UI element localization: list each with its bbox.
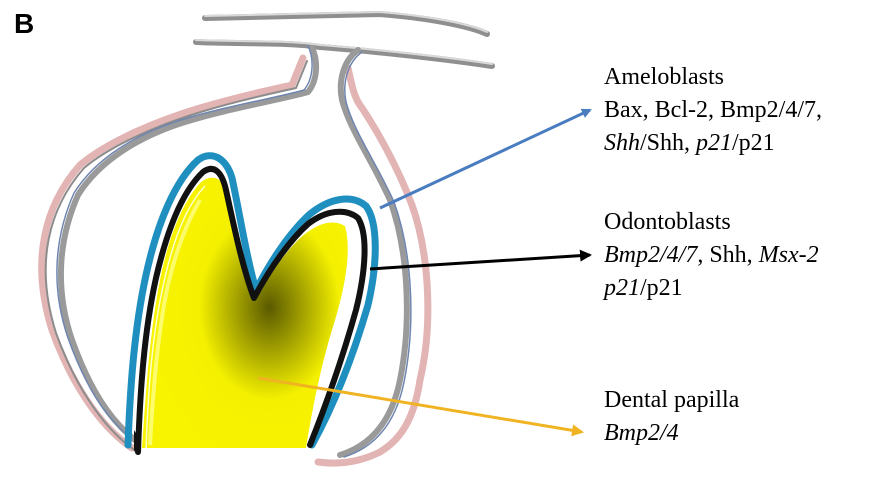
dental-papilla-title: Dental papilla bbox=[604, 384, 739, 417]
dental-lamina bbox=[196, 12, 492, 66]
ameloblasts-title: Ameloblasts bbox=[604, 61, 822, 94]
marker-bmp-gene: Bmp2/4/7 bbox=[604, 242, 697, 268]
ameloblasts-markers-line2: Shh/Shh, p21/p21 bbox=[604, 127, 822, 160]
ameloblasts-arrow bbox=[380, 110, 590, 208]
marker-bmp24-gene: Bmp2/4 bbox=[604, 420, 679, 446]
marker-shh-text: , Shh, bbox=[697, 242, 758, 268]
ameloblasts-label: Ameloblasts Bax, Bcl-2, Bmp2/4/7, Shh/Sh… bbox=[604, 61, 822, 160]
odontoblasts-markers-line2: p21/p21 bbox=[604, 272, 819, 305]
odontoblasts-label: Odontoblasts Bmp2/4/7, Shh, Msx-2 p21/p2… bbox=[604, 206, 819, 305]
marker-shh-protein: /Shh, bbox=[640, 130, 696, 156]
dental-papilla-markers: Bmp2/4 bbox=[604, 417, 739, 450]
lamina-line-upper bbox=[205, 14, 487, 34]
odontoblasts-markers-line1: Bmp2/4/7, Shh, Msx-2 bbox=[604, 239, 819, 272]
marker-p21-protein: /p21 bbox=[732, 130, 775, 156]
odontoblasts-title: Odontoblasts bbox=[604, 206, 819, 239]
marker-p21-gene: p21 bbox=[696, 130, 732, 156]
dental-papilla-label: Dental papilla Bmp2/4 bbox=[604, 384, 739, 450]
marker-shh-gene: Shh bbox=[604, 130, 640, 156]
ameloblasts-markers-line1: Bax, Bcl-2, Bmp2/4/7, bbox=[604, 94, 822, 127]
marker-msx2-gene: Msx-2 bbox=[759, 242, 819, 268]
marker-p21-protein: /p21 bbox=[640, 275, 683, 301]
panel-label: B bbox=[14, 8, 34, 40]
marker-p21-gene: p21 bbox=[604, 275, 640, 301]
